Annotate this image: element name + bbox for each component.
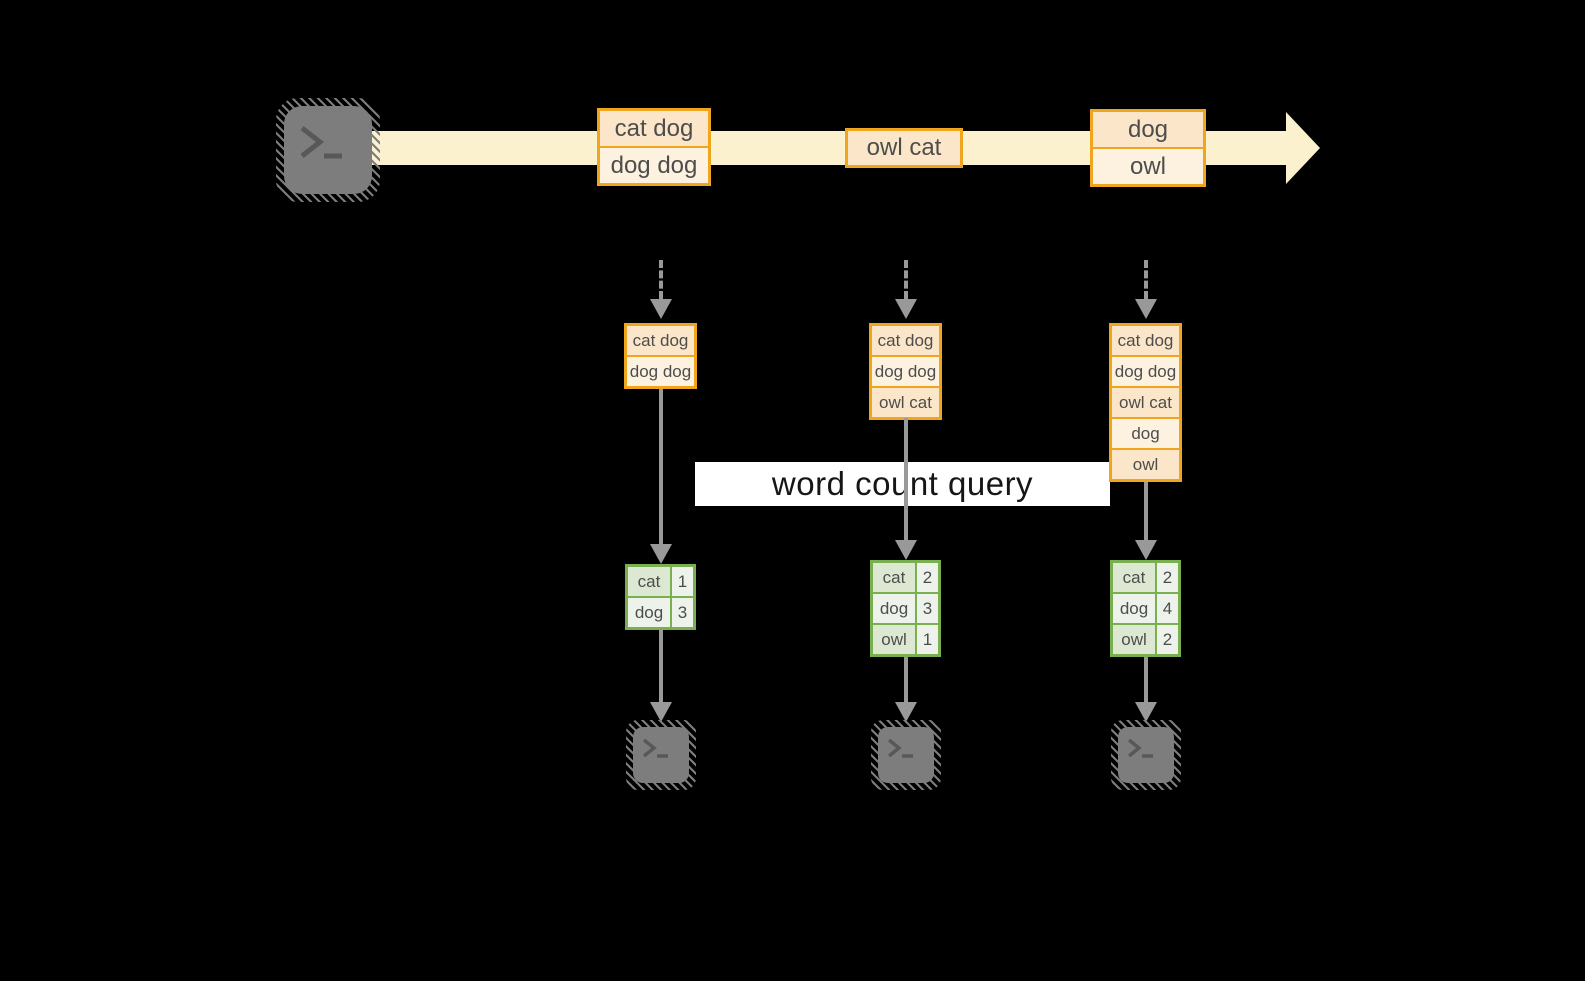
output-arrow [894, 657, 918, 722]
query-arrow [894, 418, 918, 560]
timeline-event-batch-1: cat dog dog dog [597, 108, 711, 186]
record-cell: dog dog [600, 148, 708, 183]
record-cell: owl cat [848, 131, 960, 165]
count-cell: 3 [672, 598, 693, 627]
terminal-prompt-icon [642, 738, 668, 758]
terminal-icon [284, 106, 372, 194]
record-cell: dog dog [627, 357, 694, 386]
terminal-prompt-icon [887, 738, 913, 758]
record-cell: owl [1093, 149, 1203, 184]
count-cell: 2 [917, 563, 938, 592]
word-cell: dog [1113, 594, 1155, 623]
input-table-2: cat dog dog dog owl cat [869, 323, 942, 420]
result-table-2: cat 2 dog 3 owl 1 [870, 560, 941, 657]
word-cell: owl [1113, 625, 1155, 654]
input-table-3: cat dog dog dog owl cat dog owl [1109, 323, 1182, 482]
word-cell: cat [1113, 563, 1155, 592]
word-cell: dog [873, 594, 915, 623]
count-cell: 3 [917, 594, 938, 623]
dashed-arrow-down [1134, 260, 1158, 319]
count-cell: 2 [1157, 563, 1178, 592]
arrowhead-icon [650, 702, 672, 722]
arrowhead-icon [1135, 702, 1157, 722]
record-cell: dog dog [872, 357, 939, 386]
terminal-prompt-icon [300, 126, 342, 159]
record-cell: dog dog [1112, 357, 1179, 386]
sink-terminal-2 [871, 720, 941, 790]
record-cell: cat dog [872, 326, 939, 355]
arrowhead-icon [895, 299, 917, 319]
arrowhead-icon [895, 702, 917, 722]
record-cell: owl cat [872, 388, 939, 417]
record-cell: cat dog [1112, 326, 1179, 355]
word-cell: cat [628, 567, 670, 596]
count-cell: 1 [917, 625, 938, 654]
record-cell: owl [1112, 450, 1179, 479]
arrowhead-icon [650, 299, 672, 319]
source-terminal [276, 98, 380, 202]
record-cell: dog [1112, 419, 1179, 448]
sink-terminal-3 [1111, 720, 1181, 790]
terminal-icon [633, 727, 689, 783]
dashed-arrow-down [649, 260, 673, 319]
timeline-event-batch-2: owl cat [845, 128, 963, 168]
record-cell: dog [1093, 112, 1203, 147]
input-table-1: cat dog dog dog [624, 323, 697, 389]
record-cell: owl cat [1112, 388, 1179, 417]
stream-timeline-arrowhead [1286, 112, 1320, 184]
count-cell: 4 [1157, 594, 1178, 623]
record-cell: cat dog [600, 111, 708, 146]
query-arrow [649, 389, 673, 564]
terminal-prompt-icon [1127, 738, 1153, 758]
dashed-arrow-down [894, 260, 918, 319]
query-banner-label: word count query [771, 465, 1034, 502]
word-cell: owl [873, 625, 915, 654]
result-table-1: cat 1 dog 3 [625, 564, 696, 630]
arrowhead-icon [895, 540, 917, 560]
arrowhead-icon [1135, 540, 1157, 560]
terminal-icon [1118, 727, 1174, 783]
count-cell: 1 [672, 567, 693, 596]
query-arrow [1134, 482, 1158, 560]
word-cell: cat [873, 563, 915, 592]
sink-terminal-1 [626, 720, 696, 790]
output-arrow [1134, 657, 1158, 722]
record-cell: cat dog [627, 326, 694, 355]
terminal-icon [878, 727, 934, 783]
arrowhead-icon [1135, 299, 1157, 319]
timeline-event-batch-3: dog owl [1090, 109, 1206, 187]
query-banner: word count query [695, 462, 1110, 506]
word-cell: dog [628, 598, 670, 627]
arrowhead-icon [650, 544, 672, 564]
count-cell: 2 [1157, 625, 1178, 654]
result-table-3: cat 2 dog 4 owl 2 [1110, 560, 1181, 657]
output-arrow [649, 630, 673, 722]
